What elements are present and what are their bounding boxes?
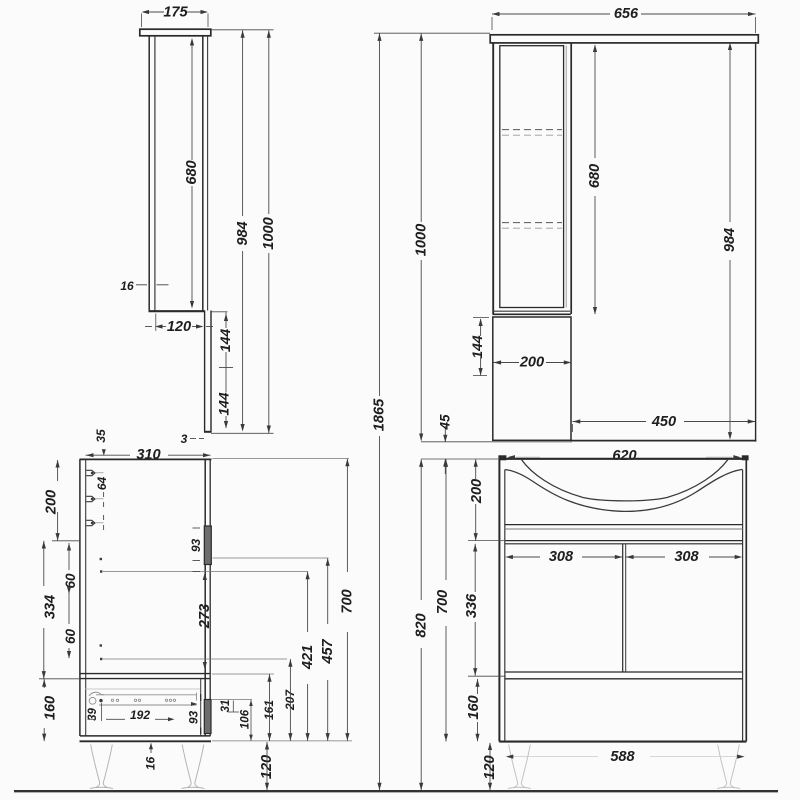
svg-text:308: 308 xyxy=(549,549,574,565)
svg-text:64: 64 xyxy=(95,477,109,491)
svg-text:144: 144 xyxy=(217,329,233,353)
svg-text:160: 160 xyxy=(43,696,59,720)
svg-text:120: 120 xyxy=(482,755,498,779)
svg-text:35: 35 xyxy=(94,429,108,443)
svg-text:3: 3 xyxy=(181,432,188,446)
svg-text:200: 200 xyxy=(469,479,485,504)
svg-text:680: 680 xyxy=(184,160,200,184)
svg-text:1000: 1000 xyxy=(413,224,429,256)
svg-text:421: 421 xyxy=(300,645,316,670)
svg-text:984: 984 xyxy=(722,228,738,252)
svg-text:450: 450 xyxy=(651,414,676,430)
svg-text:310: 310 xyxy=(136,447,160,463)
svg-text:16: 16 xyxy=(143,757,157,771)
svg-text:336: 336 xyxy=(464,593,480,618)
svg-text:31: 31 xyxy=(220,700,232,713)
svg-text:588: 588 xyxy=(610,749,635,765)
svg-text:60: 60 xyxy=(63,629,78,645)
svg-text:984: 984 xyxy=(235,221,251,245)
svg-text:45: 45 xyxy=(438,414,453,431)
svg-text:273: 273 xyxy=(197,604,213,629)
svg-text:144: 144 xyxy=(216,392,232,416)
svg-text:144: 144 xyxy=(469,335,485,359)
svg-text:93: 93 xyxy=(189,539,203,553)
svg-text:200: 200 xyxy=(44,490,60,515)
svg-text:457: 457 xyxy=(320,638,336,664)
svg-text:700: 700 xyxy=(340,589,356,613)
svg-text:175: 175 xyxy=(163,5,188,21)
svg-text:308: 308 xyxy=(674,549,699,565)
svg-text:16: 16 xyxy=(120,279,134,293)
svg-text:620: 620 xyxy=(612,448,636,464)
svg-text:680: 680 xyxy=(587,164,603,188)
svg-text:39: 39 xyxy=(87,708,99,721)
svg-text:192: 192 xyxy=(130,708,150,722)
svg-text:93: 93 xyxy=(187,711,201,725)
svg-text:1000: 1000 xyxy=(261,217,277,249)
svg-text:656: 656 xyxy=(614,6,639,22)
svg-text:820: 820 xyxy=(413,613,429,637)
svg-text:700: 700 xyxy=(435,590,451,614)
svg-text:106: 106 xyxy=(240,709,252,729)
svg-text:160: 160 xyxy=(466,695,482,719)
svg-text:60: 60 xyxy=(63,573,78,589)
svg-text:120: 120 xyxy=(167,319,191,335)
svg-text:1865: 1865 xyxy=(372,398,388,431)
svg-text:200: 200 xyxy=(519,355,544,371)
svg-text:334: 334 xyxy=(43,595,59,619)
